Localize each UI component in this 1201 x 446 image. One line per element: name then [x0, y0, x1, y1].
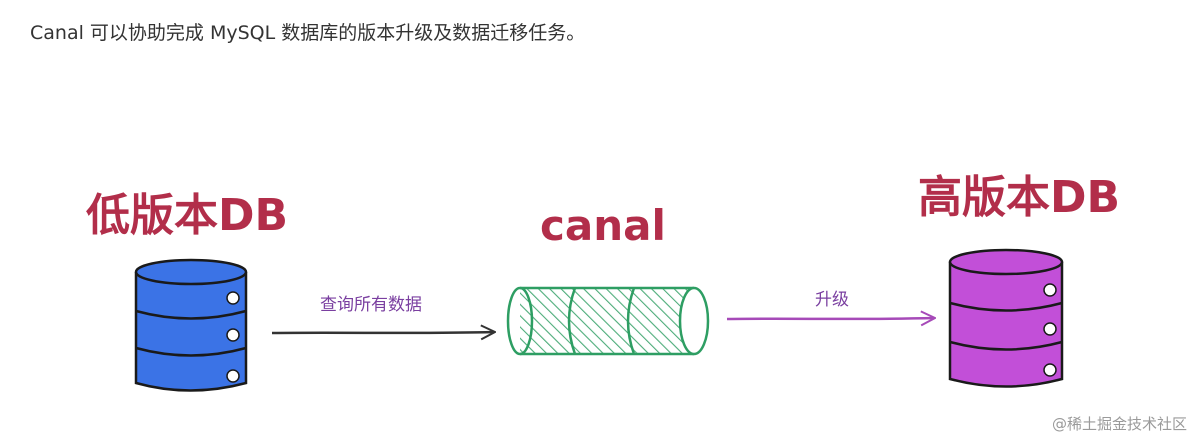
canal-title: canal	[540, 201, 666, 250]
source-database-icon	[134, 258, 248, 392]
source-db-title: 低版本DB	[86, 190, 288, 241]
target-database-icon	[948, 248, 1064, 388]
target-db-title: 高版本DB	[918, 172, 1120, 223]
query-arrow	[271, 332, 494, 333]
canal-pipe-icon	[506, 286, 710, 356]
upgrade-arrow	[726, 318, 934, 319]
query-arrow-label: 查询所有数据	[320, 295, 422, 315]
upgrade-arrow-label: 升级	[815, 290, 849, 310]
watermark: @稀土掘金技术社区	[1051, 415, 1187, 433]
intro-text: Canal 可以协助完成 MySQL 数据库的版本升级及数据迁移任务。	[30, 22, 586, 44]
